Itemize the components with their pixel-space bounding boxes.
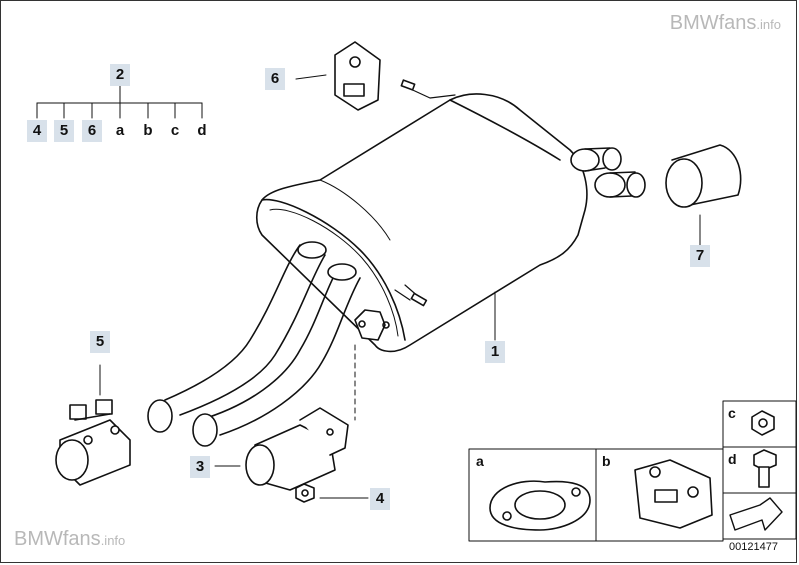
callout-hanger: 6 [265, 68, 285, 90]
flange-nut [295, 483, 315, 503]
inset-label-c: c [728, 405, 736, 421]
rubber-hanger [334, 41, 381, 111]
watermark-top-text: BMWfans [669, 12, 757, 34]
legend-parent-label: 2 [110, 64, 130, 86]
pipe-clamp [55, 399, 131, 486]
tailpipe-connector [245, 407, 349, 491]
watermark-top-suffix: .info [756, 17, 781, 32]
arrow-drawing [729, 497, 783, 531]
legend-child-6: 6 [82, 120, 102, 142]
callout-tailpipe-connector: 3 [190, 456, 210, 478]
legend-child-4: 4 [27, 120, 47, 142]
inlet-pipes [147, 241, 361, 447]
watermark-bottom-text: BMWfans [14, 528, 101, 550]
inset-boxes [468, 400, 797, 542]
tail-trim [665, 144, 742, 208]
hex-nut-drawing [751, 410, 775, 436]
mount-drawing [634, 459, 713, 529]
callout-muffler: 1 [485, 341, 505, 363]
legend-child-c: c [170, 122, 180, 139]
legend-tree-lines [36, 85, 203, 119]
inset-label-a: a [476, 453, 484, 469]
part-number: 00121477 [729, 541, 778, 553]
inset-label-b: b [602, 453, 611, 469]
callout-nut: 4 [370, 488, 390, 510]
leader-lines [99, 74, 701, 499]
watermark-bottom: BMWfans.info [14, 528, 125, 551]
watermark-bottom-suffix: .info [100, 533, 126, 548]
bolt-drawing [753, 449, 777, 488]
callout-tail-trim: 7 [690, 245, 710, 267]
gasket-drawing [489, 480, 591, 531]
legend-child-a: a [115, 122, 125, 139]
legend-child-d: d [197, 122, 207, 139]
legend-child-5: 5 [54, 120, 74, 142]
watermark-top: BMWfans.info [670, 12, 781, 35]
callout-clamp: 5 [90, 331, 110, 353]
inset-label-d: d [728, 451, 737, 467]
legend-child-b: b [143, 122, 153, 139]
muffler [255, 79, 646, 353]
